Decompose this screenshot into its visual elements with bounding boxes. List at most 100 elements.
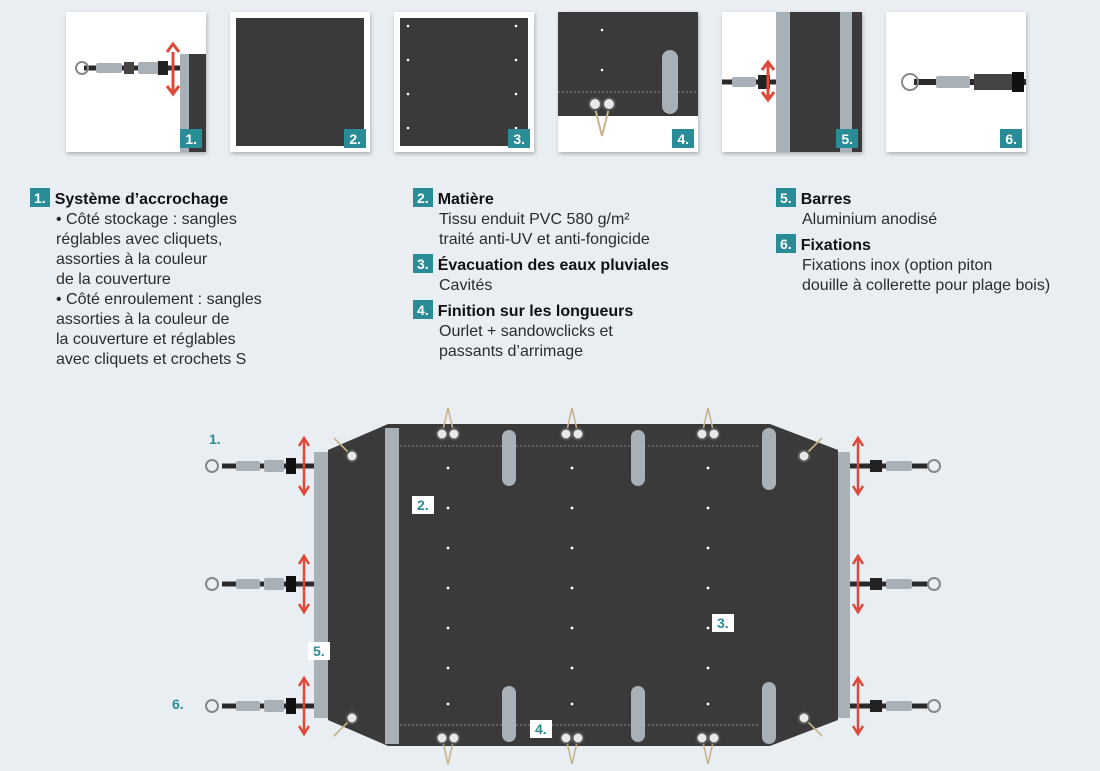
- drain-hole: [446, 702, 450, 706]
- section-line: Ourlet + sandowclicks et: [439, 323, 613, 340]
- section-title: Évacuation des eaux pluviales: [437, 257, 669, 274]
- sandowclicks-top: [333, 407, 823, 765]
- strap-left: [205, 553, 314, 615]
- section-line: la couverture et réglables: [56, 331, 236, 348]
- thumbnail-number: 5.: [836, 129, 858, 148]
- section-body: • Côté stockage : sangles réglables avec…: [30, 210, 370, 370]
- section-line: avec cliquets et crochets S: [56, 351, 247, 368]
- drain-hole: [446, 666, 450, 670]
- drain-hole: [570, 702, 574, 706]
- section-line: Cavités: [439, 277, 493, 294]
- stainless-fixation-icon: [901, 72, 1026, 92]
- strap-set: [205, 435, 941, 737]
- sandowclick: [559, 407, 585, 441]
- section-body: Cavités: [413, 276, 753, 296]
- strap-right: [850, 553, 941, 615]
- section-5: 5.Barres Aluminium anodisé: [776, 188, 1096, 230]
- section-title: Fixations: [800, 237, 871, 254]
- pool-cover-diagram: [205, 407, 941, 765]
- section-2: 2.Matière Tissu enduit PVC 580 g/m² trai…: [413, 188, 753, 250]
- drain-hole: [570, 546, 574, 550]
- section-number-badge: 2.: [413, 188, 433, 207]
- drain-hole: [446, 626, 450, 630]
- section-line: assorties à la couleur: [56, 251, 208, 268]
- diagram-label-3: 3.: [712, 614, 734, 632]
- section-line: Tissu enduit PVC 580 g/m²: [439, 211, 630, 228]
- section-body: Aluminium anodisé: [776, 210, 1096, 230]
- section-3: 3.Évacuation des eaux pluviales Cavités: [413, 254, 753, 296]
- thumbnail-5: 5.: [722, 12, 862, 152]
- drain-hole: [446, 506, 450, 510]
- section-title: Matière: [437, 191, 494, 208]
- cover-fabric: [328, 424, 838, 746]
- aluminium-bar: [385, 428, 399, 744]
- section-line: Fixations inox (option piton: [802, 257, 993, 274]
- drain-hole: [570, 506, 574, 510]
- corner-sandowclick: [333, 711, 359, 737]
- section-line: douille à collerette pour plage bois): [802, 277, 1051, 294]
- section-number-badge: 4.: [413, 300, 433, 319]
- section-4: 4.Finition sur les longueurs Ourlet + sa…: [413, 300, 753, 362]
- aluminium-bar: [502, 430, 516, 486]
- corner-sandowclick: [797, 437, 823, 463]
- thumbnail-2: 2.: [230, 12, 370, 152]
- section-line: assorties à la couleur de: [56, 311, 230, 328]
- section-title: Barres: [800, 191, 852, 208]
- thumbnail-number: 2.: [344, 129, 366, 148]
- end-bar-right: [838, 452, 850, 718]
- aluminium-bar: [762, 682, 776, 744]
- hem-sandowclicks-icon: [558, 12, 698, 137]
- section-line: passants d’arrimage: [439, 343, 584, 360]
- section-line: traité anti-UV et anti-fongicide: [439, 231, 650, 248]
- section-number-badge: 5.: [776, 188, 796, 207]
- section-title: Finition sur les longueurs: [437, 303, 634, 320]
- sandowclick: [435, 407, 461, 441]
- aluminium-bars-icon: [722, 12, 862, 152]
- diagram-label-2: 2.: [412, 496, 434, 514]
- drain-hole: [706, 666, 710, 670]
- drain-hole: [706, 702, 710, 706]
- aluminium-bar: [631, 686, 645, 742]
- strap-right: [850, 435, 941, 497]
- drain-hole: [570, 586, 574, 590]
- drain-hole: [570, 666, 574, 670]
- thumbnail-number: 6.: [1000, 129, 1022, 148]
- diagram-label-4: 4.: [530, 720, 552, 738]
- aluminium-bar: [631, 430, 645, 486]
- drain-hole-grid: [446, 466, 710, 706]
- drain-hole: [706, 586, 710, 590]
- strap-right: [850, 675, 941, 737]
- drain-hole: [706, 466, 710, 470]
- diagram-label-5: 5.: [308, 642, 330, 660]
- sandowclick: [559, 731, 585, 765]
- section-body: Tissu enduit PVC 580 g/m² traité anti-UV…: [413, 210, 753, 250]
- thumbnail-3: 3.: [394, 12, 534, 152]
- section-line: • Côté stockage : sangles: [56, 211, 237, 228]
- strap-left: [205, 675, 314, 737]
- thumbnail-number: 3.: [508, 129, 530, 148]
- section-line: Aluminium anodisé: [802, 211, 938, 228]
- section-1: 1.Système d’accrochage • Côté stockage :…: [30, 188, 370, 370]
- drain-hole: [446, 546, 450, 550]
- section-line: réglables avec cliquets,: [56, 231, 223, 248]
- aluminium-bar: [502, 686, 516, 742]
- section-body: Ourlet + sandowclicks et passants d’arri…: [413, 322, 753, 362]
- end-bar-left: [314, 452, 328, 718]
- drain-hole: [446, 466, 450, 470]
- thumbnail-1: 1.: [66, 12, 206, 152]
- corner-sandowclick: [333, 437, 359, 463]
- fabric-sheet-icon: [236, 18, 364, 146]
- section-line: • Côté enroulement : sangles: [56, 291, 262, 308]
- thumbnail-4: 4.: [558, 12, 698, 152]
- sandowclick: [435, 731, 461, 765]
- drain-hole: [570, 466, 574, 470]
- drain-hole: [446, 586, 450, 590]
- drain-hole: [706, 626, 710, 630]
- thumbnail-6: 6.: [886, 12, 1026, 152]
- section-title: Système d’accrochage: [54, 191, 229, 208]
- sandowclick: [695, 731, 721, 765]
- section-number-badge: 1.: [30, 188, 50, 207]
- drain-hole: [570, 626, 574, 630]
- diagram-label-1: 1.: [209, 431, 221, 447]
- section-number-badge: 6.: [776, 234, 796, 253]
